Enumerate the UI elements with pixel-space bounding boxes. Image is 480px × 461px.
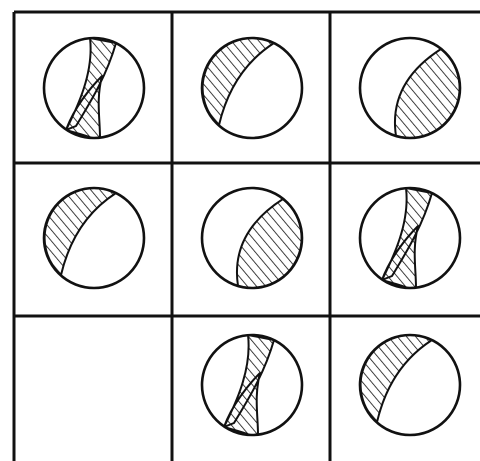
cell-r2c2-thick-crescent [202,188,302,288]
cell-r1c3-thick-crescent [360,38,460,138]
cell-r2c3-crossing-bands [360,188,460,288]
cell-r3c3-thin-crescent [360,335,460,435]
cell-r1c1-crossing-bands [44,38,144,138]
cell-r3c2-crossing-bands [202,335,302,435]
cell-r2c1-thin-crescent [44,188,144,288]
cell-r1c2-thin-crescent [202,38,302,138]
